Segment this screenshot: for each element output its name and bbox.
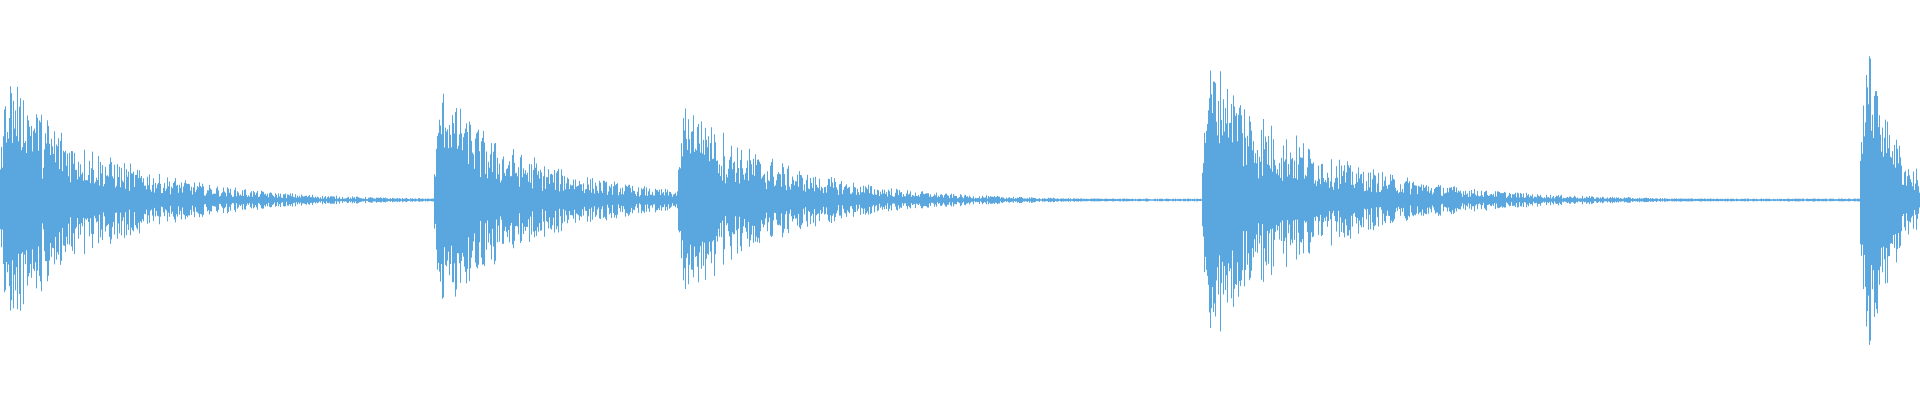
waveform-path	[0, 56, 1920, 345]
